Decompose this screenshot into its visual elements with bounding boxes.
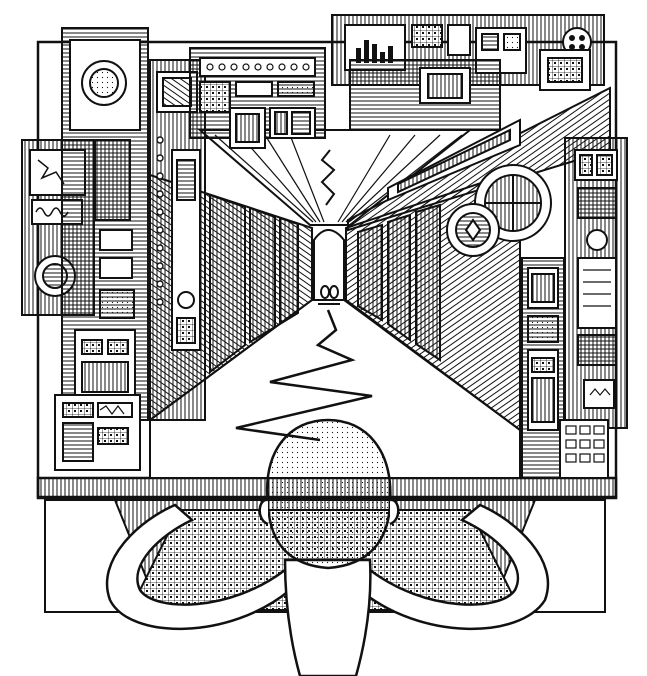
left-control-panels <box>21 27 206 471</box>
top-center-panels <box>189 47 326 149</box>
distant-archway <box>313 229 345 305</box>
right-control-panels <box>446 137 628 479</box>
desk <box>44 499 606 613</box>
right-slanted-panels <box>347 86 611 232</box>
top-right-panels <box>331 14 605 131</box>
viewer-figure <box>105 418 550 676</box>
